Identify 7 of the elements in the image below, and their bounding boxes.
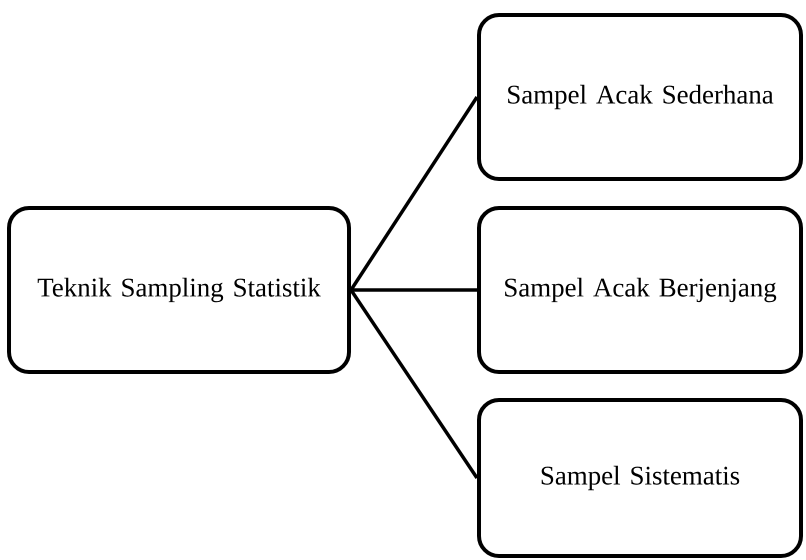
rounded-box: Sampel Acak Sederhana	[477, 13, 803, 181]
connector-line	[350, 96, 478, 291]
rounded-box: Sampel Acak Berjenjang	[477, 206, 803, 374]
connector-line	[351, 288, 477, 292]
rounded-box: Teknik Sampling Statistik	[7, 206, 351, 374]
connector-line	[350, 289, 478, 479]
rounded-box: Sampel Sistematis	[477, 398, 803, 558]
